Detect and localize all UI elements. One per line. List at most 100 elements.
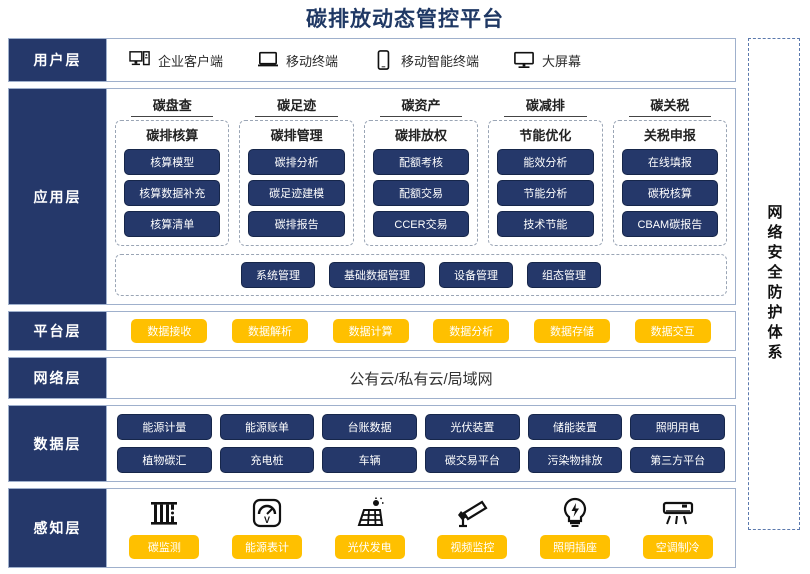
user-layer-label: 用户层 xyxy=(9,39,107,81)
sensing-layer-body: 碳监测 V 能源表计 xyxy=(107,489,735,567)
network-layer-text: 公有云/私有云/局域网 xyxy=(349,370,493,388)
app-item[interactable]: 碳排报告 xyxy=(248,211,345,237)
sensing-item-solar-power[interactable]: 光伏发电 xyxy=(322,497,417,559)
sensing-item-label: 视频监控 xyxy=(437,535,508,559)
app-item[interactable]: 技术节能 xyxy=(497,211,594,237)
smartphone-icon xyxy=(372,50,394,70)
sensing-item-label: 照明插座 xyxy=(540,535,611,559)
app-item[interactable]: 碳排分析 xyxy=(248,149,345,175)
user-item-smart-terminal[interactable]: 移动智能终端 xyxy=(372,50,479,70)
data-item[interactable]: 能源账单 xyxy=(219,414,315,440)
platform-layer-band: 平台层 数据接收 数据解析 数据计算 数据分析 数据存储 数据交互 xyxy=(8,311,736,351)
user-item-big-screen[interactable]: 大屏幕 xyxy=(513,50,581,70)
app-column-subtitle: 碳排核算 xyxy=(146,128,199,143)
sensing-item-label: 空调制冷 xyxy=(642,535,713,559)
app-column-subtitle: 节能优化 xyxy=(519,128,572,143)
application-layer-band: 应用层 碳盘查 碳排核算 核算模型 核算数据补充 核算清单 碳足迹 xyxy=(8,88,736,305)
data-item[interactable]: 能源计量 xyxy=(117,414,212,440)
sensing-item-lighting-socket[interactable]: 照明插座 xyxy=(528,497,623,559)
app-column-title: 碳足迹 xyxy=(255,95,338,117)
platform-layer-label: 平台层 xyxy=(9,312,107,350)
app-item[interactable]: 核算清单 xyxy=(124,211,221,237)
app-item[interactable]: CBAM碳报告 xyxy=(621,211,719,237)
platform-item[interactable]: 数据解析 xyxy=(231,319,308,343)
sensing-item-video-surveillance[interactable]: 视频监控 xyxy=(425,497,520,559)
user-layer-body: 企业客户端 移动终端 xyxy=(107,39,735,81)
sensing-item-label: 碳监测 xyxy=(129,535,200,559)
sensing-item-energy-meter[interactable]: V 能源表计 xyxy=(220,497,315,559)
data-item[interactable]: 车辆 xyxy=(322,447,418,473)
app-item[interactable]: 在线填报 xyxy=(621,149,719,175)
app-item[interactable]: 节能分析 xyxy=(497,180,594,206)
system-item[interactable]: 系统管理 xyxy=(241,262,315,288)
user-item-label: 企业客户端 xyxy=(158,53,224,69)
app-item[interactable]: 核算数据补充 xyxy=(124,180,221,206)
app-column-carbon-inventory: 碳盘查 碳排核算 核算模型 核算数据补充 核算清单 xyxy=(115,95,230,246)
carbon-monitor-icon xyxy=(147,497,181,529)
app-item[interactable]: CCER交易 xyxy=(372,211,470,237)
light-bulb-icon xyxy=(558,497,592,529)
app-column-title: 碳减排 xyxy=(504,95,587,117)
network-layer-body: 公有云/私有云/局域网 xyxy=(107,358,735,398)
desktop-tower-icon xyxy=(129,50,151,70)
monitor-icon xyxy=(513,50,535,70)
data-layer-band: 数据层 能源计量 能源账单 台账数据 光伏装置 储能装置 照明用电 植物碳汇 充… xyxy=(8,405,736,482)
app-column-title: 碳资产 xyxy=(379,95,463,117)
app-column-subtitle: 关税申报 xyxy=(643,128,696,143)
cctv-camera-icon xyxy=(455,497,489,529)
sensing-item-label: 光伏发电 xyxy=(334,535,405,559)
platform-item[interactable]: 数据分析 xyxy=(433,319,510,343)
app-column-subtitle: 碳排放权 xyxy=(395,128,448,143)
data-layer-label: 数据层 xyxy=(9,406,107,481)
diagram-canvas: 碳排放动态管控平台 用户层 xyxy=(8,8,800,568)
page-title: 碳排放动态管控平台 xyxy=(306,8,504,31)
user-layer-band: 用户层 xyxy=(8,38,736,82)
sensing-layer-band: 感知层 xyxy=(8,488,736,568)
app-item[interactable]: 碳足迹建模 xyxy=(248,180,345,206)
platform-item[interactable]: 数据交互 xyxy=(634,319,711,343)
application-layer-label: 应用层 xyxy=(9,89,107,304)
data-item[interactable]: 污染物排放 xyxy=(527,447,623,473)
app-item[interactable]: 能效分析 xyxy=(497,149,594,175)
network-layer-band: 网络层 公有云/私有云/局域网 xyxy=(8,357,736,399)
app-column-title: 碳关税 xyxy=(628,95,712,117)
system-item[interactable]: 基础数据管理 xyxy=(329,262,425,288)
app-column-carbon-reduction: 碳减排 节能优化 能效分析 节能分析 技术节能 xyxy=(488,95,603,246)
data-item[interactable]: 充电桩 xyxy=(219,447,315,473)
system-item[interactable]: 设备管理 xyxy=(439,262,513,288)
sensing-item-air-conditioning[interactable]: 空调制冷 xyxy=(630,497,725,559)
platform-layer-body: 数据接收 数据解析 数据计算 数据分析 数据存储 数据交互 xyxy=(107,312,735,350)
system-management-group: 系统管理 基础数据管理 设备管理 组态管理 xyxy=(115,254,727,296)
app-column-title: 碳盘查 xyxy=(131,95,214,117)
app-item[interactable]: 配额交易 xyxy=(372,180,470,206)
app-column-subtitle: 碳排管理 xyxy=(270,128,323,143)
app-item[interactable]: 核算模型 xyxy=(124,149,221,175)
app-column-carbon-tariff: 碳关税 关税申报 在线填报 碳税核算 CBAM碳报告 xyxy=(612,95,728,246)
data-item[interactable]: 碳交易平台 xyxy=(425,447,520,473)
sensing-item-label: 能源表计 xyxy=(232,535,302,559)
platform-item[interactable]: 数据存储 xyxy=(533,319,610,343)
data-item[interactable]: 第三方平台 xyxy=(630,447,726,473)
sensing-layer-label: 感知层 xyxy=(9,489,107,567)
security-sidebar: 网络安全防护体系 xyxy=(748,38,800,530)
security-sidebar-label: 网络安全防护体系 xyxy=(765,204,783,364)
data-item[interactable]: 光伏装置 xyxy=(425,414,520,440)
user-item-mobile-terminal[interactable]: 移动终端 xyxy=(257,50,338,70)
app-item[interactable]: 配额考核 xyxy=(372,149,470,175)
user-item-enterprise-client[interactable]: 企业客户端 xyxy=(129,50,223,70)
air-conditioner-icon xyxy=(661,497,695,529)
sensing-item-carbon-monitor[interactable]: 碳监测 xyxy=(117,497,212,559)
data-item[interactable]: 植物碳汇 xyxy=(117,447,212,473)
data-item[interactable]: 台账数据 xyxy=(322,414,418,440)
platform-item[interactable]: 数据计算 xyxy=(332,319,409,343)
data-layer-row-2: 植物碳汇 充电桩 车辆 碳交易平台 污染物排放 第三方平台 xyxy=(117,447,726,473)
app-item[interactable]: 碳税核算 xyxy=(621,180,719,206)
data-item[interactable]: 储能装置 xyxy=(527,414,623,440)
app-column-carbon-footprint: 碳足迹 碳排管理 碳排分析 碳足迹建模 碳排报告 xyxy=(239,95,354,246)
platform-item[interactable]: 数据接收 xyxy=(131,319,208,343)
app-column-carbon-asset: 碳资产 碳排放权 配额考核 配额交易 CCER交易 xyxy=(363,95,479,246)
data-item[interactable]: 照明用电 xyxy=(630,414,726,440)
system-item[interactable]: 组态管理 xyxy=(527,262,601,288)
network-layer-label: 网络层 xyxy=(9,358,107,398)
svg-text:V: V xyxy=(264,515,270,525)
